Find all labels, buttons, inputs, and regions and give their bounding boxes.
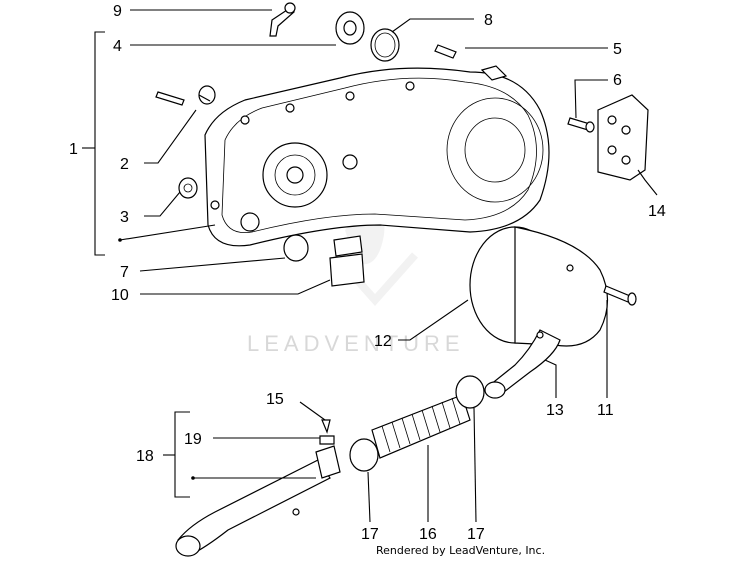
part-11-bolt: [603, 285, 637, 306]
part-9-bracket: [269, 2, 296, 37]
callout-11: 11: [597, 402, 614, 419]
part-15-screw: [321, 419, 331, 434]
part-10-block: [329, 235, 365, 287]
callout-6: 6: [613, 72, 622, 89]
callout-7: 7: [120, 264, 129, 281]
part-4-bearing: [335, 11, 365, 45]
leader-lines: [82, 9, 658, 523]
part-5-dowel-pin: [434, 44, 457, 59]
callout-9: 9: [113, 3, 122, 20]
callout-1: 1: [69, 141, 78, 158]
part-18-intake-duct: [175, 445, 341, 557]
callout-3: 3: [120, 209, 129, 226]
watermark-text: LEADVENTURE: [247, 331, 465, 356]
callout-12: 12: [374, 333, 392, 350]
transmission-cover: [204, 65, 550, 247]
leader-dot-1: [118, 238, 122, 242]
part-3-bushing: [178, 177, 198, 199]
part-6-bolt: [567, 117, 595, 133]
callout-labels: 9 8 4 5 6 1 2 14 3 7 10 12 15 13 11 19 1…: [69, 3, 666, 543]
callout-14: 14: [648, 203, 666, 220]
callout-10: 10: [111, 287, 129, 304]
part-17-clamp-a: [349, 438, 379, 472]
part-16-bellows: [371, 394, 471, 459]
callout-5: 5: [613, 41, 622, 58]
part-12-13-filter-housing: [469, 226, 609, 399]
footer-credit: Rendered by LeadVenture, Inc.: [376, 544, 545, 557]
callout-18: 18: [136, 448, 154, 465]
callout-8: 8: [484, 12, 493, 29]
part-14-terminal-block: [597, 94, 649, 181]
leader-dot-18: [191, 476, 195, 480]
callout-16: 16: [419, 526, 437, 543]
callout-15: 15: [266, 391, 284, 408]
callout-19: 19: [184, 431, 202, 448]
callout-17-left: 17: [361, 526, 379, 543]
part-7-plug: [283, 234, 309, 262]
part-17-clamp-b: [455, 375, 485, 409]
part-2-pin: [155, 91, 185, 106]
part-bushing: [198, 85, 216, 105]
part-8-circlip: [370, 28, 400, 62]
part-19-clip: [319, 435, 335, 445]
callout-17-right: 17: [467, 526, 485, 543]
callout-2: 2: [120, 156, 129, 173]
callout-13: 13: [546, 402, 564, 419]
callout-4: 4: [113, 38, 122, 55]
